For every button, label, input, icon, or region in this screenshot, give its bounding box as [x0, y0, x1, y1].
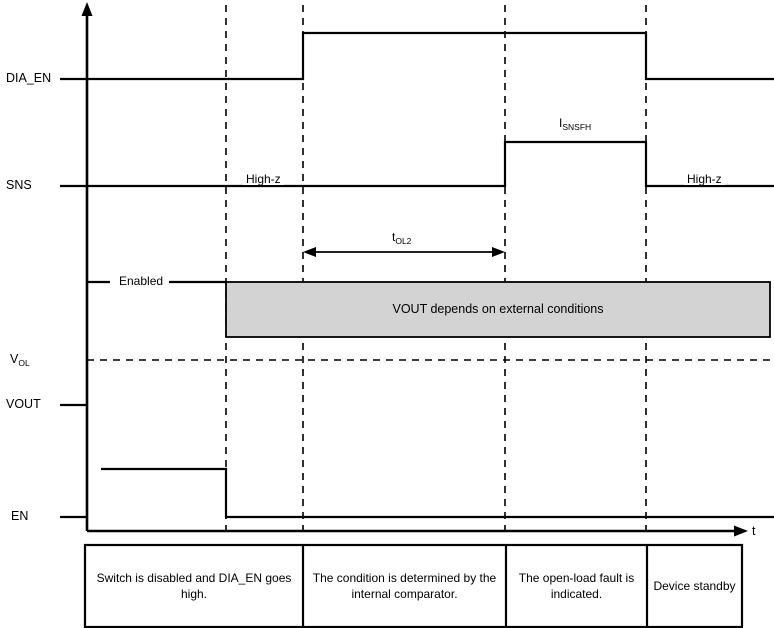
enabled-label: Enabled	[116, 275, 167, 287]
signal-label-vout: VOUT	[6, 397, 41, 411]
high-z-label-right: High-z	[684, 173, 725, 185]
tol2-base: t	[392, 230, 396, 244]
phase-cell-1: Switch is disabled and DIA_EN goes high.	[96, 570, 292, 601]
sns-waveform	[87, 140, 774, 188]
phase-table-border	[83, 543, 744, 628]
tol2-label: tOL2	[389, 230, 415, 246]
en-waveform	[101, 467, 774, 519]
phase-cell-4: Device standby	[653, 578, 736, 593]
phase-cell-2: The condition is determined by the inter…	[312, 570, 497, 601]
tol2-arrowhead-left	[303, 247, 316, 257]
phase-cell-3: The open-load fault is indicated.	[518, 570, 635, 601]
signal-label-dia-en: DIA_EN	[6, 71, 52, 85]
time-axis-arrowhead	[734, 525, 748, 537]
high-z-label-left: High-z	[243, 173, 284, 185]
isnsfh-base: I	[559, 116, 563, 130]
vol-subscript: OL	[18, 358, 30, 368]
tol2-subscript: OL2	[395, 236, 412, 246]
time-axis-label: t	[752, 524, 756, 538]
isnsfh-label: ISNSFH	[556, 116, 595, 132]
dia-en-waveform	[87, 31, 774, 81]
signal-label-sns: SNS	[6, 178, 32, 192]
vout-uncertainty-box	[225, 281, 771, 338]
tol2-arrowhead-right	[492, 247, 505, 257]
vout-box-label: VOUT depends on external conditions	[392, 302, 604, 316]
vertical-axis-arrowhead	[81, 2, 93, 16]
isnsfh-subscript: SNSFH	[562, 122, 592, 132]
vol-base: V	[10, 352, 19, 366]
signal-label-en: EN	[11, 509, 29, 523]
signal-label-vol: VOL	[10, 352, 30, 368]
